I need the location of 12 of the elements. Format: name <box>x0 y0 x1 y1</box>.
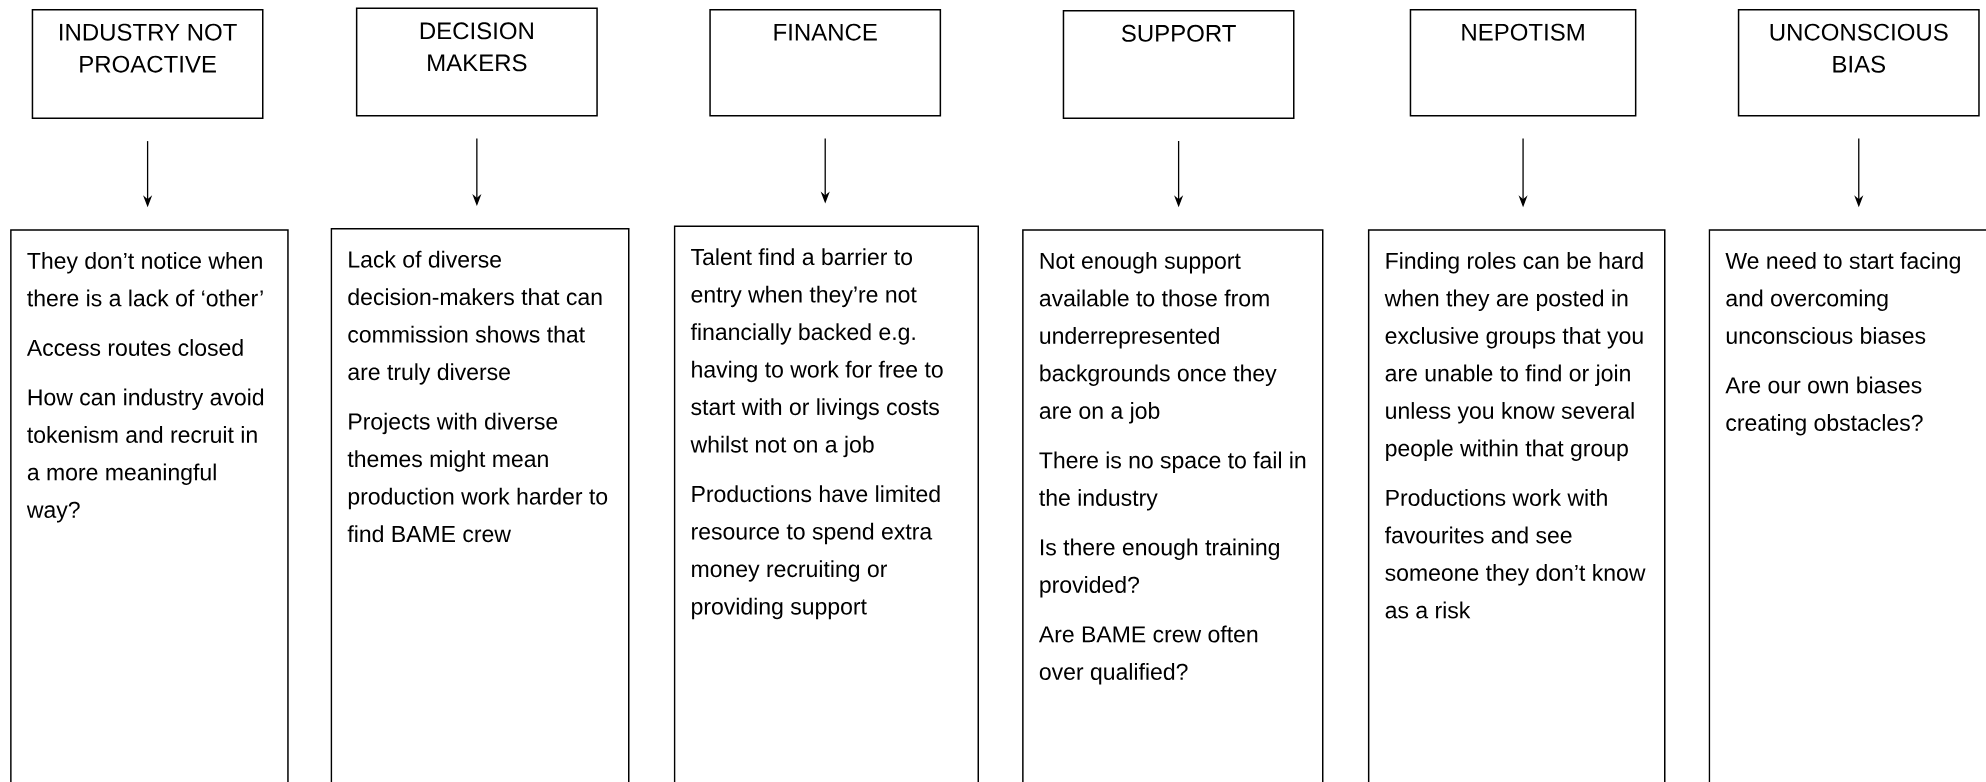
category-box: UNCONSCIOUS BIAS <box>1737 8 1980 117</box>
description-box: Finding roles can be hard when they are posted in exclusive groups that you are unable to find or join unless you know several people within that group Productions work with favourites and see someone they don’t know as a risk <box>1367 229 1666 782</box>
category-box: SUPPORT <box>1062 10 1295 119</box>
description-box: Lack of diverse decision-makers that can commission shows that are truly diverse Projects with diverse themes might mean production work harder to find BAME crew <box>330 228 630 782</box>
description-box: They don’t notice when there is a lack of ‘other’ Access routes closed How can industry avoid tokenism and recruit in a more meaningful way? <box>10 229 289 782</box>
description-box: Talent find a barrier to entry when they’re not financially backed e.g. having to work for free to start with or livings costs whilst not on a job Productions have limited resource to spend extra money recruiting or providing support <box>673 225 979 782</box>
category-box: FINANCE <box>709 8 942 117</box>
description-box: We need to start facing and overcoming unconscious biases Are our own biases creating obstacles? <box>1708 229 1986 782</box>
category-box: NEPOTISM <box>1409 8 1637 117</box>
category-box: INDUSTRY NOT PROACTIVE <box>31 8 264 120</box>
description-box: Not enough support available to those from underrepresented backgrounds once they are on a job There is no space to fail in the industry Is there enough training provided? Are BAME crew often over qualified? <box>1022 229 1324 782</box>
category-box: DECISION MAKERS <box>355 7 598 117</box>
